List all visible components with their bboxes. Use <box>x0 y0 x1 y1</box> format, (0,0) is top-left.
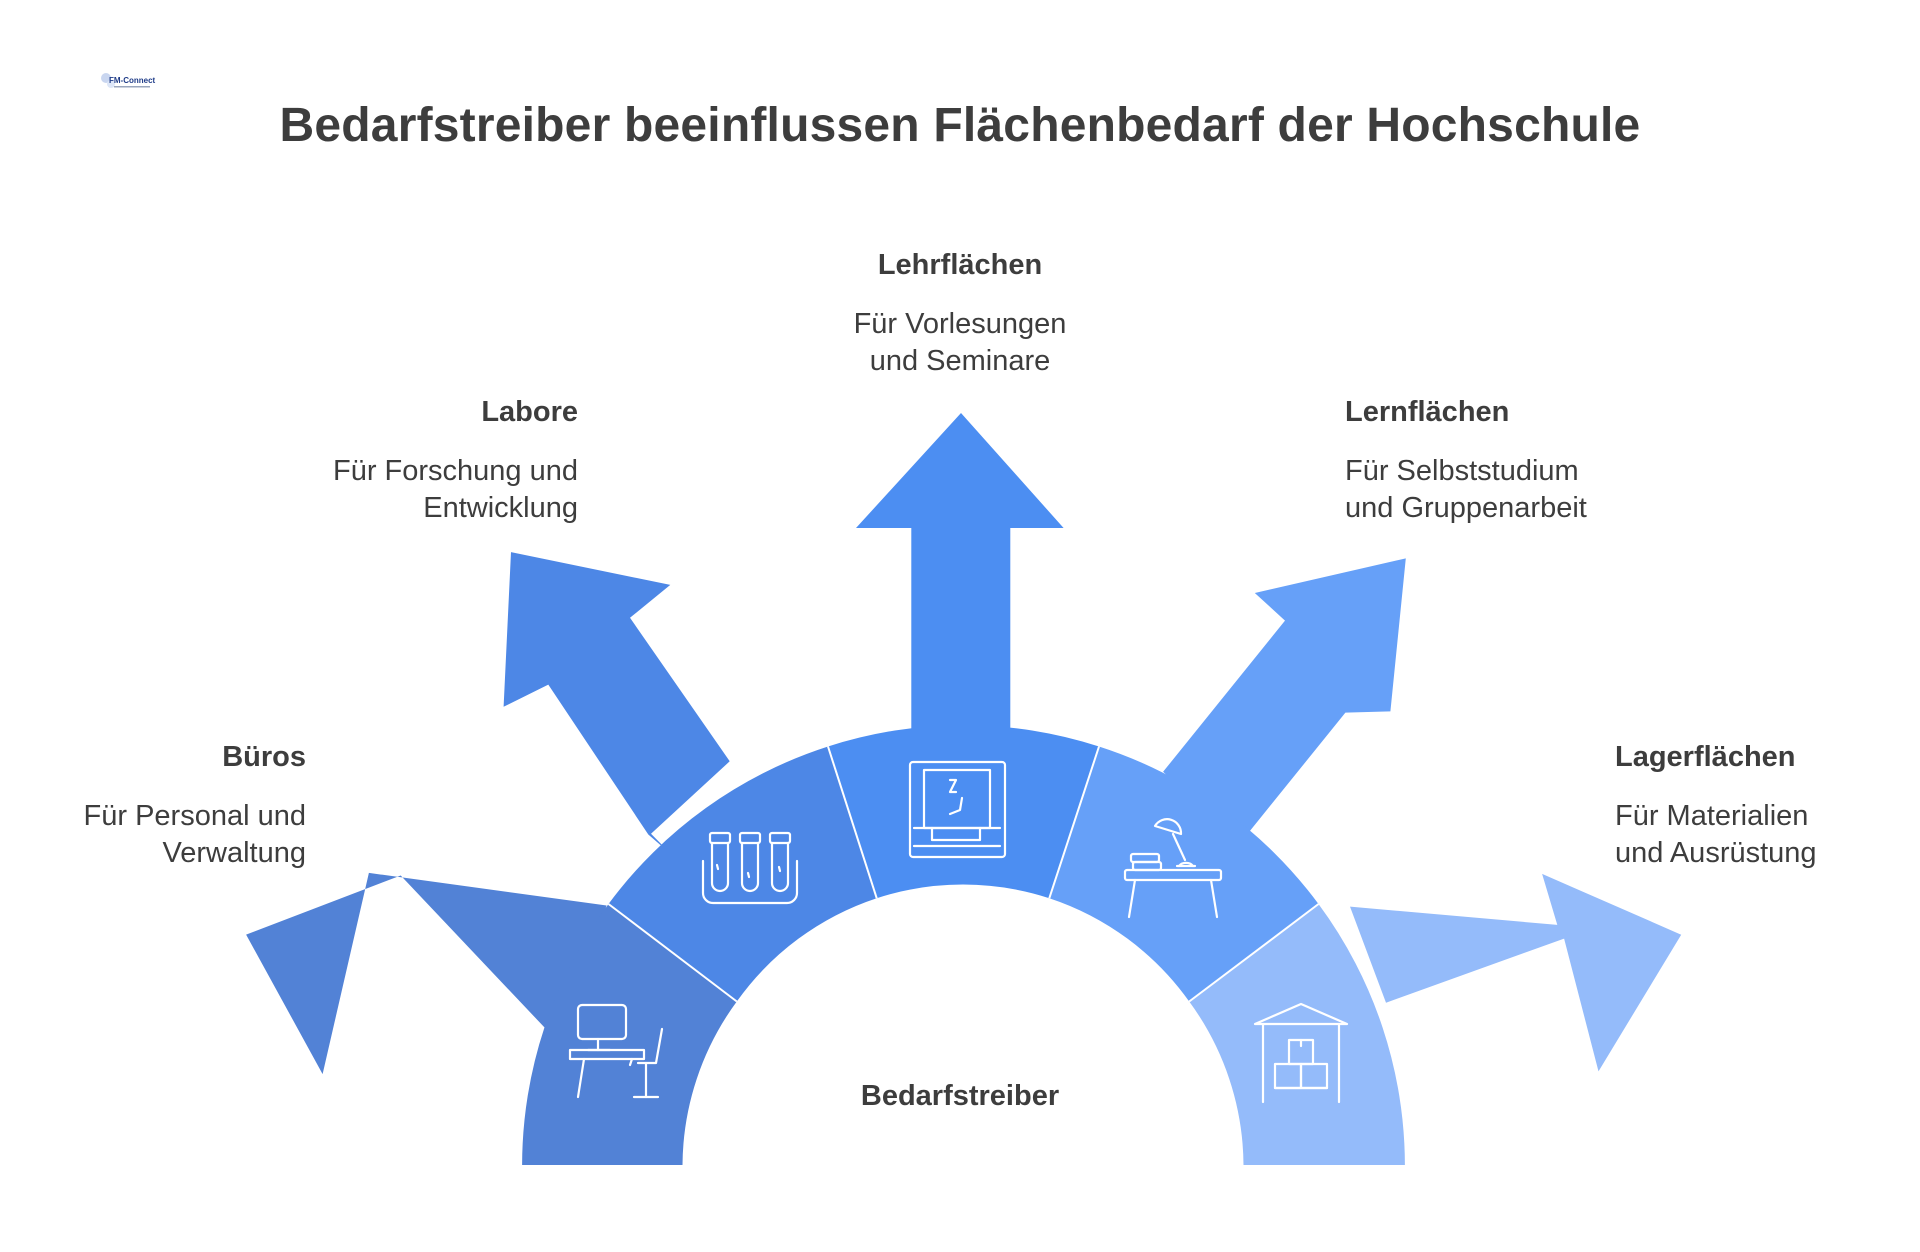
description-labore: Für Forschung und Entwicklung <box>332 455 578 524</box>
heading-buros: Büros <box>222 741 306 773</box>
page-title: Bedarfstreiber beeinflussen Flächenbedar… <box>279 99 1641 152</box>
heading-lehrflaechen: Lehrflächen <box>877 249 1043 281</box>
center-label: Bedarfstreiber <box>860 1080 1060 1112</box>
segment-lernflaechen <box>1049 746 1319 1002</box>
arrow-buros <box>246 872 607 1075</box>
segment-dividers <box>607 746 1320 1003</box>
heading-lernflaechen: Lernflächen <box>1345 396 1510 428</box>
warehouse-boxes-icon <box>1253 1002 1349 1104</box>
company-logo: FM-Connect <box>101 73 156 88</box>
arrow-lehrflaechen <box>856 413 1064 745</box>
segment-buros <box>522 904 737 1165</box>
whiteboard-icon <box>908 760 1007 859</box>
arrow-lagerflaechen <box>1350 873 1682 1072</box>
study-desk-lamp-icon <box>1123 818 1223 919</box>
svg-text:FM-Connect: FM-Connect <box>109 76 156 85</box>
arrows <box>246 413 1682 1075</box>
desk-computer-chair-icon <box>568 1003 664 1099</box>
heading-labore: Labore <box>481 396 578 428</box>
description-buros: Für Personal und Verwaltung <box>83 800 306 869</box>
description-lagerflaechen: Für Materialien und Ausrüstung <box>1615 800 1817 869</box>
heading-lagerflaechen: Lagerflächen <box>1615 741 1796 773</box>
arrow-labore <box>503 552 730 855</box>
label-labore: Labore Für Forschung und Entwicklung <box>333 395 578 527</box>
segment-lehrflaechen <box>828 725 1099 899</box>
label-lagerflaechen: Lagerflächen Für Materialien und Ausrüst… <box>1615 740 1817 872</box>
test-tubes-icon <box>701 831 799 905</box>
label-buros: Büros Für Personal und Verwaltung <box>84 740 306 872</box>
segment-lagerflaechen <box>1189 904 1405 1165</box>
label-lehrflaechen: Lehrflächen Für Vorlesungen und Seminare <box>760 248 1160 380</box>
arrow-lernflaechen <box>1163 558 1406 845</box>
description-lernflaechen: Für Selbststudium und Gruppenarbeit <box>1345 455 1587 524</box>
label-lernflaechen: Lernflächen Für Selbststudium und Gruppe… <box>1345 395 1587 527</box>
description-lehrflaechen: Für Vorlesungen und Seminare <box>853 308 1067 377</box>
